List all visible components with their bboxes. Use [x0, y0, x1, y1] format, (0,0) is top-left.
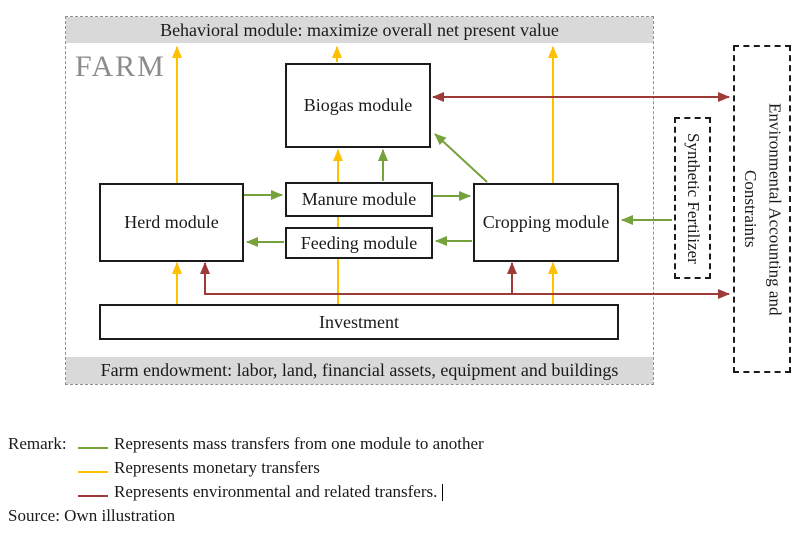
monetary-transfer-line-icon	[78, 471, 108, 473]
investment-box: Investment	[99, 304, 619, 340]
farm-title: FARM	[75, 50, 166, 83]
behavioral-module-band: Behavioral module: maximize overall net …	[66, 17, 653, 43]
herd-module-label: Herd module	[124, 212, 219, 232]
environmental-transfer-line-icon	[78, 495, 108, 497]
legend-mass-text: Represents mass transfers from one modul…	[114, 434, 484, 453]
source-text: Source: Own illustration	[8, 506, 176, 525]
remark-label: Remark:	[8, 434, 67, 453]
farm-endowment-band: Farm endowment: labor, land, financial a…	[66, 357, 653, 384]
environmental-label-line2: Constraints	[741, 170, 760, 248]
legend-row-monetary: Represents monetary transfers	[8, 458, 320, 478]
behavioral-module-label: Behavioral module: maximize overall net …	[160, 19, 559, 40]
herd-module-box: Herd module	[99, 183, 244, 262]
feeding-module-label: Feeding module	[300, 232, 418, 253]
environmental-label-line1: Environmental Accounting and	[765, 102, 785, 316]
legend-row-mass: Remark: Represents mass transfers from on…	[8, 434, 484, 454]
manure-module-label: Manure module	[301, 189, 417, 209]
synthetic-fertilizer-label: Synthetic Fertilizer	[683, 132, 703, 264]
biogas-module-label: Biogas module	[303, 95, 413, 115]
mass-transfer-line-icon	[78, 447, 108, 449]
cropping-module-box: Cropping module	[473, 183, 619, 262]
text-cursor	[442, 484, 444, 501]
farm-endowment-label: Farm endowment: labor, land, financial a…	[100, 360, 619, 380]
cropping-module-label: Cropping module	[482, 212, 610, 232]
source-line: Source: Own illustration	[8, 506, 175, 526]
environmental-accounting-box: Environmental Accounting and Constraints	[733, 45, 791, 373]
synthetic-fertilizer-box: Synthetic Fertilizer	[674, 117, 711, 279]
legend-row-environmental: Represents environmental and related tra…	[8, 482, 444, 502]
legend-monetary-text: Represents monetary transfers	[114, 458, 320, 477]
biogas-module-box: Biogas module	[285, 63, 431, 148]
legend-environmental-text: Represents environmental and related tra…	[114, 482, 438, 501]
feeding-module-box: Feeding module	[285, 227, 433, 259]
manure-module-box: Manure module	[285, 182, 433, 217]
investment-label: Investment	[319, 311, 399, 332]
environmental-accounting-label: Environmental Accounting and Constraints	[737, 103, 786, 315]
